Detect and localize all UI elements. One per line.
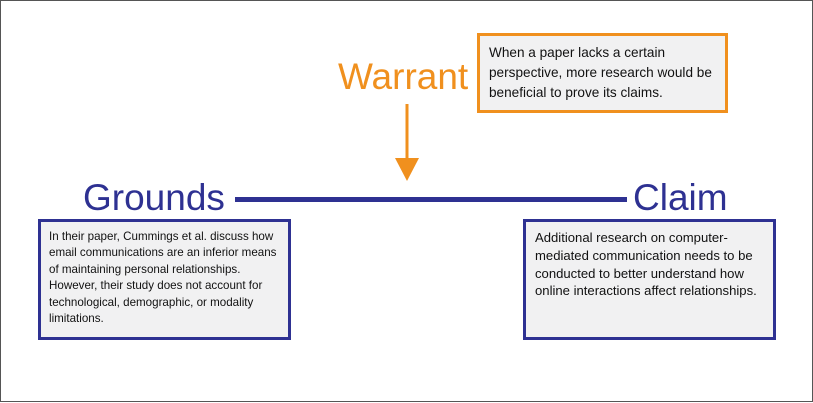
claim-box: Additional research on computer-mediated…: [523, 219, 776, 340]
warrant-arrow-head: [395, 158, 419, 181]
grounds-label: Grounds: [83, 177, 225, 218]
warrant-box: When a paper lacks a certain perspective…: [477, 33, 728, 113]
claim-label: Claim: [633, 177, 728, 218]
grounds-box: In their paper, Cummings et al. discuss …: [38, 219, 291, 340]
warrant-label: Warrant: [338, 56, 469, 97]
